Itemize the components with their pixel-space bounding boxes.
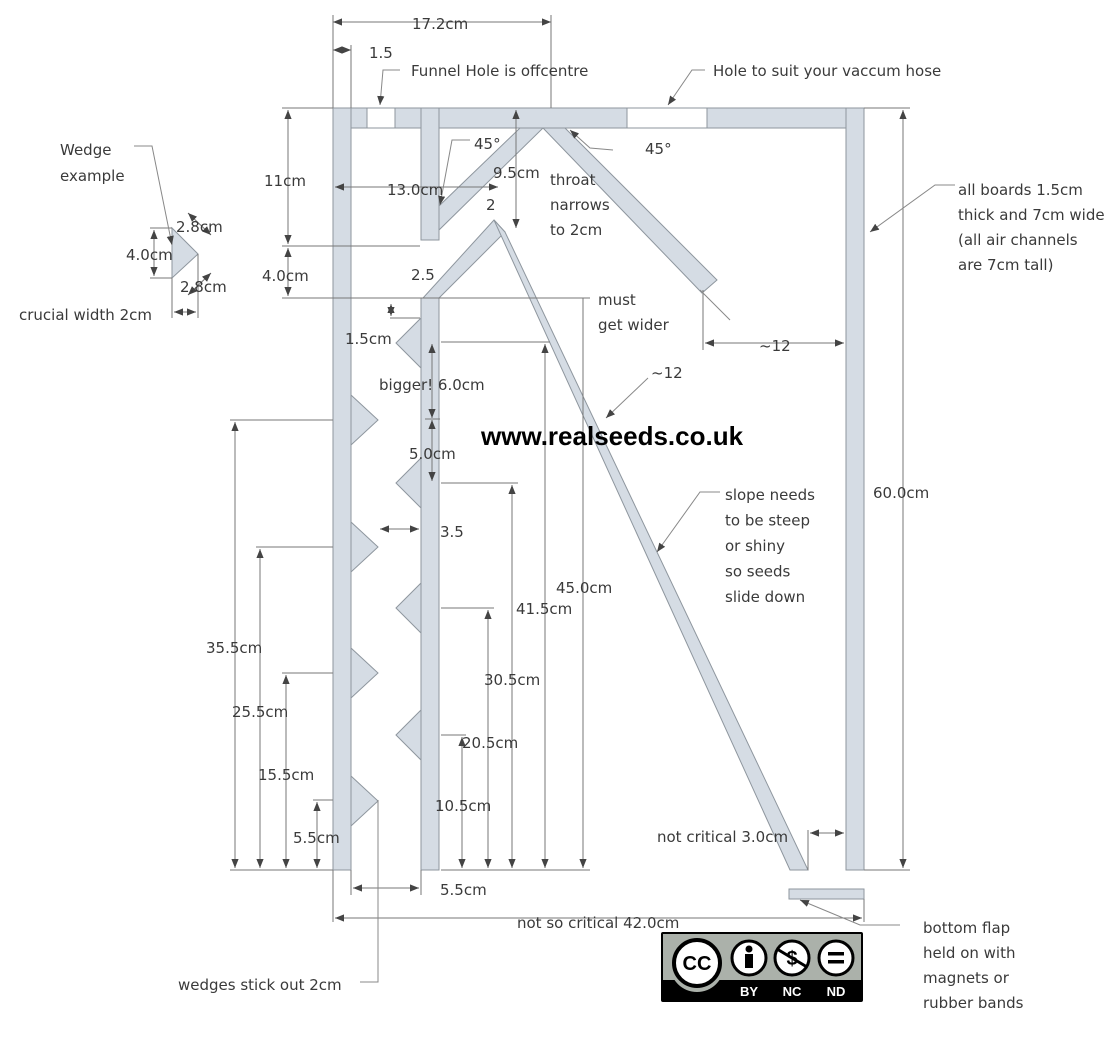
dim-13: 13.0cm bbox=[387, 181, 443, 199]
note-bottom-flap: bottom flap held on with magnets or rubb… bbox=[923, 919, 1024, 1012]
top-board-c bbox=[706, 107, 847, 129]
wedge-example-side-top: 2.8cm bbox=[176, 218, 223, 236]
dim-throat-2: 2 bbox=[486, 196, 496, 214]
vacuum-hole bbox=[626, 107, 708, 129]
dim-approx-12-diag: ~12 bbox=[651, 364, 683, 382]
dim-5-5-bottom: 5.5cm bbox=[440, 881, 487, 899]
wedge-right bbox=[395, 456, 422, 510]
wedge-left bbox=[350, 393, 379, 447]
top-board-a bbox=[350, 107, 368, 129]
dim-10-5: 10.5cm bbox=[435, 797, 491, 815]
dim-3: not critical 3.0cm bbox=[657, 828, 788, 846]
wedge-left bbox=[350, 646, 379, 700]
bottom-flap bbox=[788, 888, 865, 900]
boards bbox=[332, 107, 865, 900]
svg-text:NC: NC bbox=[783, 984, 802, 999]
funnel-slat-right bbox=[541, 127, 718, 294]
right-outer-board bbox=[845, 107, 865, 871]
dim-5-5-left: 5.5cm bbox=[293, 829, 340, 847]
wedges bbox=[171, 226, 422, 828]
left-outer-board bbox=[332, 107, 352, 871]
note-funnel-hole: Funnel Hole is offcentre bbox=[411, 62, 588, 80]
cc-license-badge: CC $ BY NC ND bbox=[661, 932, 863, 1002]
dim-45: 45.0cm bbox=[556, 579, 612, 597]
wedge-left bbox=[350, 520, 379, 574]
svg-text:CC: CC bbox=[683, 953, 712, 975]
wedge-right bbox=[395, 581, 422, 635]
labels: 17.2cm 1.5 Funnel Hole is offcentre Hole… bbox=[19, 15, 1109, 1012]
dim-25-5: 25.5cm bbox=[232, 703, 288, 721]
note-vacuum-hole: Hole to suit your vaccum hose bbox=[713, 62, 941, 80]
nd-equals-icon bbox=[817, 939, 855, 977]
dim-4: 4.0cm bbox=[262, 267, 309, 285]
note-slope: slope needs to be steep or shiny so seed… bbox=[725, 486, 820, 606]
dim-15-5: 15.5cm bbox=[258, 766, 314, 784]
dim-60: 60.0cm bbox=[873, 484, 929, 502]
wedge-example-title: Wedge example bbox=[60, 141, 125, 185]
dim-11: 11cm bbox=[264, 172, 306, 190]
dim-approx-12-h: ~12 bbox=[759, 337, 791, 355]
dim-bigger-6: bigger! 6.0cm bbox=[379, 376, 485, 394]
note-wedges-stick: wedges stick out 2cm bbox=[178, 976, 342, 994]
wedge-example-crucial: crucial width 2cm bbox=[19, 306, 152, 324]
angle-left: 45° bbox=[474, 135, 501, 153]
dimension-lines bbox=[150, 15, 910, 922]
dim-30-5: 30.5cm bbox=[484, 671, 540, 689]
dim-20-5: 20.5cm bbox=[462, 734, 518, 752]
dim-17-2: 17.2cm bbox=[412, 15, 468, 33]
angle-right: 45° bbox=[645, 140, 672, 158]
wedge-right bbox=[395, 316, 422, 370]
dim-35-5: 35.5cm bbox=[206, 639, 262, 657]
dim-2-5: 2.5 bbox=[411, 266, 435, 284]
wedge-example-side-bottom: 2.8cm bbox=[180, 278, 227, 296]
dim-1-5cm: 1.5cm bbox=[345, 330, 392, 348]
note-throat: throat narrows to 2cm bbox=[550, 171, 614, 239]
cc-icon bbox=[672, 938, 722, 988]
inner-board-upper bbox=[420, 107, 440, 241]
dim-41-5: 41.5cm bbox=[516, 600, 572, 618]
dim-5: 5.0cm bbox=[409, 445, 456, 463]
svg-text:ND: ND bbox=[827, 984, 846, 999]
wedge-right bbox=[395, 708, 422, 762]
dim-9-5: 9.5cm bbox=[493, 164, 540, 182]
note-must-wider: must get wider bbox=[598, 291, 670, 334]
leader-lines bbox=[134, 69, 955, 983]
dim-42: not so critical 42.0cm bbox=[517, 914, 679, 932]
wedge-left bbox=[350, 774, 379, 828]
wedge-example-height: 4.0cm bbox=[126, 246, 173, 264]
dim-1-5-top: 1.5 bbox=[369, 44, 393, 62]
watermark-url: www.realseeds.co.uk bbox=[480, 421, 744, 451]
svg-text:BY: BY bbox=[740, 984, 758, 999]
dim-3-5: 3.5 bbox=[440, 523, 464, 541]
note-all-boards: all boards 1.5cm thick and 7cm wide (all… bbox=[958, 181, 1109, 274]
wedge-example-shape bbox=[171, 226, 199, 280]
funnel-hole bbox=[366, 107, 396, 129]
